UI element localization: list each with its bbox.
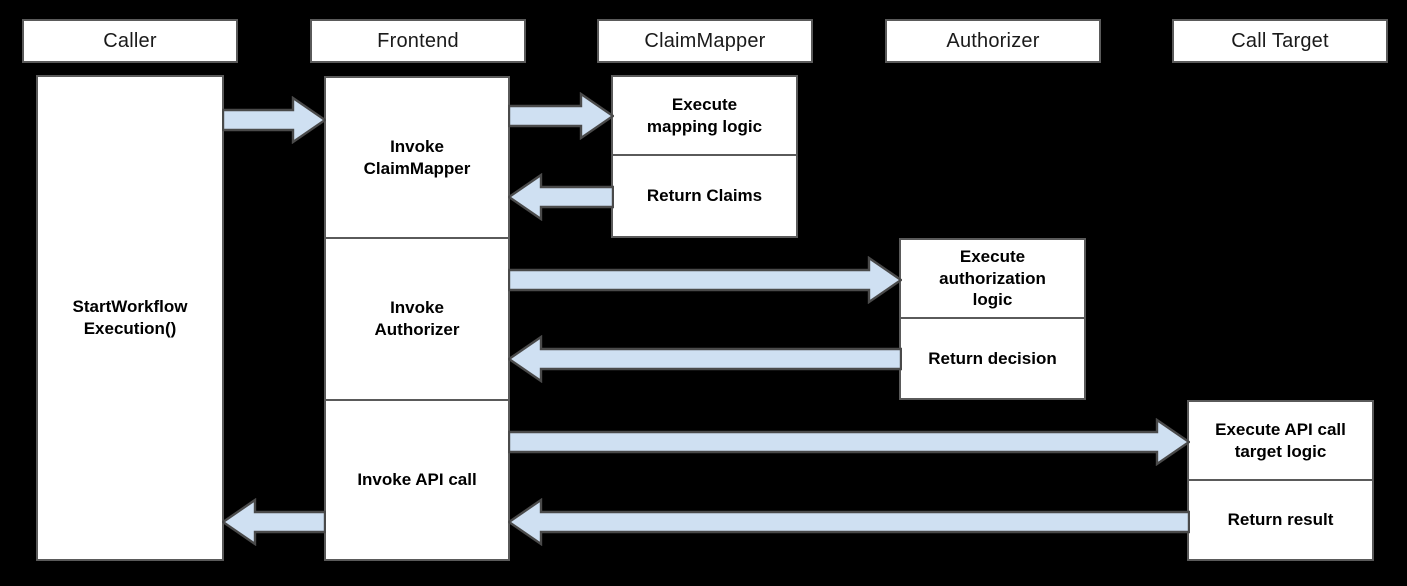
lifeline-header-frontend: Frontend [310,19,526,63]
activation-label: Return result [1227,510,1334,530]
message-arrow-authorizer-to-frontend [508,335,902,383]
activation-label: Return Claims [646,186,763,206]
message-arrow-frontend-to-caller [222,498,326,546]
message-arrow-frontend-to-claimmapper [508,92,614,140]
activation-frontend-invoke-api-call: Invoke API call [324,400,510,561]
activation-label: Invoke API call [357,470,477,490]
lifeline-header-label: Frontend [377,29,459,52]
activation-calltarget-return-result: Return result [1187,480,1374,561]
activation-label: Return decision [928,348,1057,368]
message-arrow-frontend-to-authorizer [508,256,902,304]
message-arrow-calltarget-to-frontend [508,498,1190,546]
lifeline-header-label: Call Target [1231,29,1329,52]
activation-claimmapper-return-claims: Return Claims [611,155,798,238]
message-arrow-claimmapper-to-frontend [508,173,614,221]
message-arrow-caller-to-frontend [222,96,326,144]
lifeline-header-label: Caller [103,29,157,52]
lifeline-header-claimmapper: ClaimMapper [597,19,813,63]
message-arrow-frontend-to-calltarget [508,418,1190,466]
lifeline-header-caller: Caller [22,19,238,63]
lifeline-header-label: ClaimMapper [644,29,766,52]
activation-authorizer-return-decision: Return decision [899,318,1086,400]
lifeline-header-calltarget: Call Target [1172,19,1388,63]
lifeline-header-label: Authorizer [946,29,1040,52]
lifeline-header-authorizer: Authorizer [885,19,1101,63]
